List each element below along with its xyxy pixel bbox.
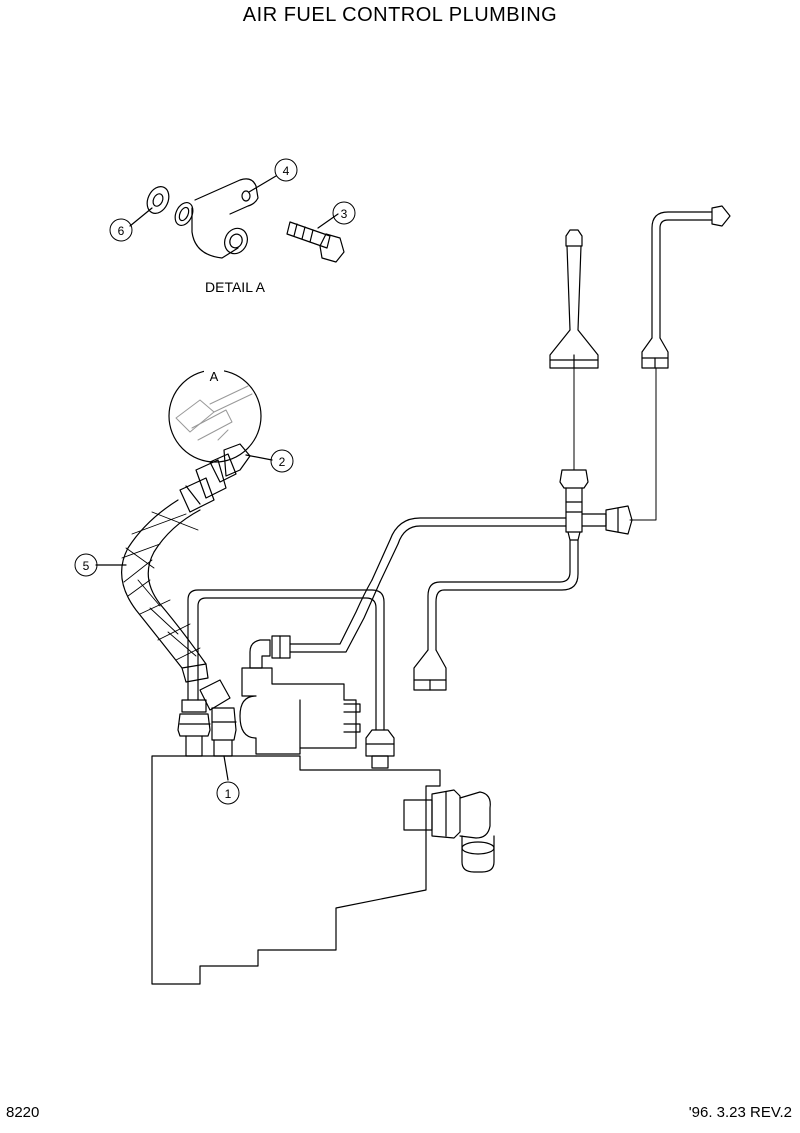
page-title: AIR FUEL CONTROL PLUMBING xyxy=(242,4,558,26)
engine-housing xyxy=(151,755,441,985)
callout-2: 2 xyxy=(279,455,286,469)
revision-stamp: '96. 3.23 REV.2 xyxy=(688,1104,792,1121)
detail-a-ghost xyxy=(175,385,253,441)
lower-fittings xyxy=(177,699,237,757)
callout-1-circle xyxy=(216,781,240,805)
callout-6-circle xyxy=(109,218,133,242)
callout-bubbles xyxy=(74,158,356,805)
callout-4-circle xyxy=(274,158,298,182)
check-fitting xyxy=(365,729,395,769)
callout-5: 5 xyxy=(83,559,90,573)
leader-6 xyxy=(129,207,153,227)
page-code: 8220 xyxy=(6,1104,40,1121)
callout-4: 4 xyxy=(283,164,290,178)
callout-5-circle xyxy=(74,553,98,577)
elbow-fitting xyxy=(403,789,495,873)
detail-a-label: DETAIL A xyxy=(205,279,265,295)
control-tubes xyxy=(187,579,385,731)
detail-a-assembly xyxy=(146,178,345,263)
callout-2-circle xyxy=(270,449,294,473)
leader-4 xyxy=(248,175,277,193)
callout-3-circle xyxy=(332,201,356,225)
callout-3: 3 xyxy=(341,207,348,221)
detail-marker: A xyxy=(210,369,219,384)
upper-right-tubing xyxy=(371,205,731,691)
leader-2 xyxy=(245,454,273,461)
control-valve-body xyxy=(239,635,361,755)
leader-3 xyxy=(317,213,339,229)
callout-1: 1 xyxy=(225,787,232,801)
callout-6: 6 xyxy=(118,224,125,238)
braided-hose xyxy=(121,443,251,711)
leader-1 xyxy=(223,755,229,781)
